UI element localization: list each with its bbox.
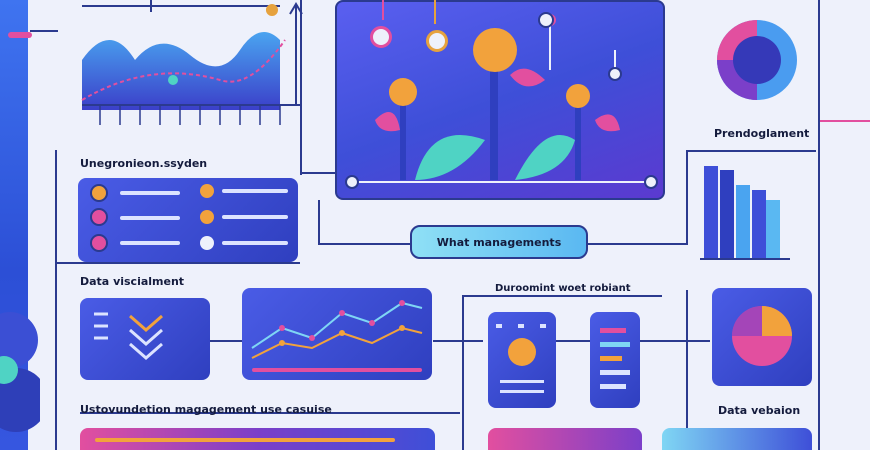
node-ring (426, 30, 448, 52)
pie-chart-icon (732, 306, 792, 366)
wire (640, 340, 710, 342)
list-bullet (200, 210, 214, 224)
left-pink-tab (8, 32, 32, 38)
list-line (222, 189, 288, 193)
data-val-label: Data vebaion (718, 404, 801, 417)
wire (462, 295, 662, 297)
wire (433, 340, 483, 342)
node-ring (370, 26, 392, 48)
automation-label: Ustovundetion magagement use casuise (80, 403, 332, 416)
list-line (120, 191, 180, 195)
chevrons-down-icon (94, 312, 163, 360)
node-dot (538, 12, 554, 28)
wire (462, 295, 464, 450)
wire (300, 172, 340, 174)
left-leaf-decoration (0, 312, 40, 432)
list-line (222, 241, 288, 245)
system-label: Unegronieon.ssyden (80, 157, 208, 170)
wire (588, 243, 688, 245)
wire (556, 340, 590, 342)
list-line (120, 216, 180, 220)
wire (686, 150, 816, 152)
wire (55, 150, 57, 450)
bottom-card (662, 428, 812, 450)
wire (30, 30, 58, 32)
wire (318, 200, 320, 245)
list-bullet (200, 236, 214, 250)
donut-chart-icon (717, 20, 797, 100)
product-label: Prendoglament (714, 127, 810, 140)
area-chart (81, 2, 303, 125)
line-chart (251, 300, 423, 372)
bar-chart (700, 166, 790, 260)
document-label: Duroomint woet robiant (495, 283, 631, 294)
wire (686, 150, 688, 245)
list-line (120, 241, 180, 245)
list-bullet (90, 184, 108, 202)
list-line (222, 215, 288, 219)
node-dot (266, 4, 278, 16)
list-bullet (90, 208, 108, 226)
document-card-icon (496, 324, 546, 393)
data-vis-label: Data viscialment (80, 275, 185, 288)
sprout-icon (345, 0, 658, 189)
wire (80, 412, 460, 414)
wire (818, 0, 820, 450)
wire (820, 120, 870, 122)
bottom-bar-line (95, 438, 395, 442)
bottom-card (488, 428, 642, 450)
list-bullet (200, 184, 214, 198)
wire (686, 290, 688, 450)
list-card-lines (600, 328, 630, 389)
wire (210, 340, 242, 342)
what-managements-button[interactable]: What managements (410, 225, 588, 259)
wire (55, 262, 300, 264)
wire (318, 243, 410, 245)
wire (300, 0, 302, 175)
list-bullet (90, 234, 108, 252)
